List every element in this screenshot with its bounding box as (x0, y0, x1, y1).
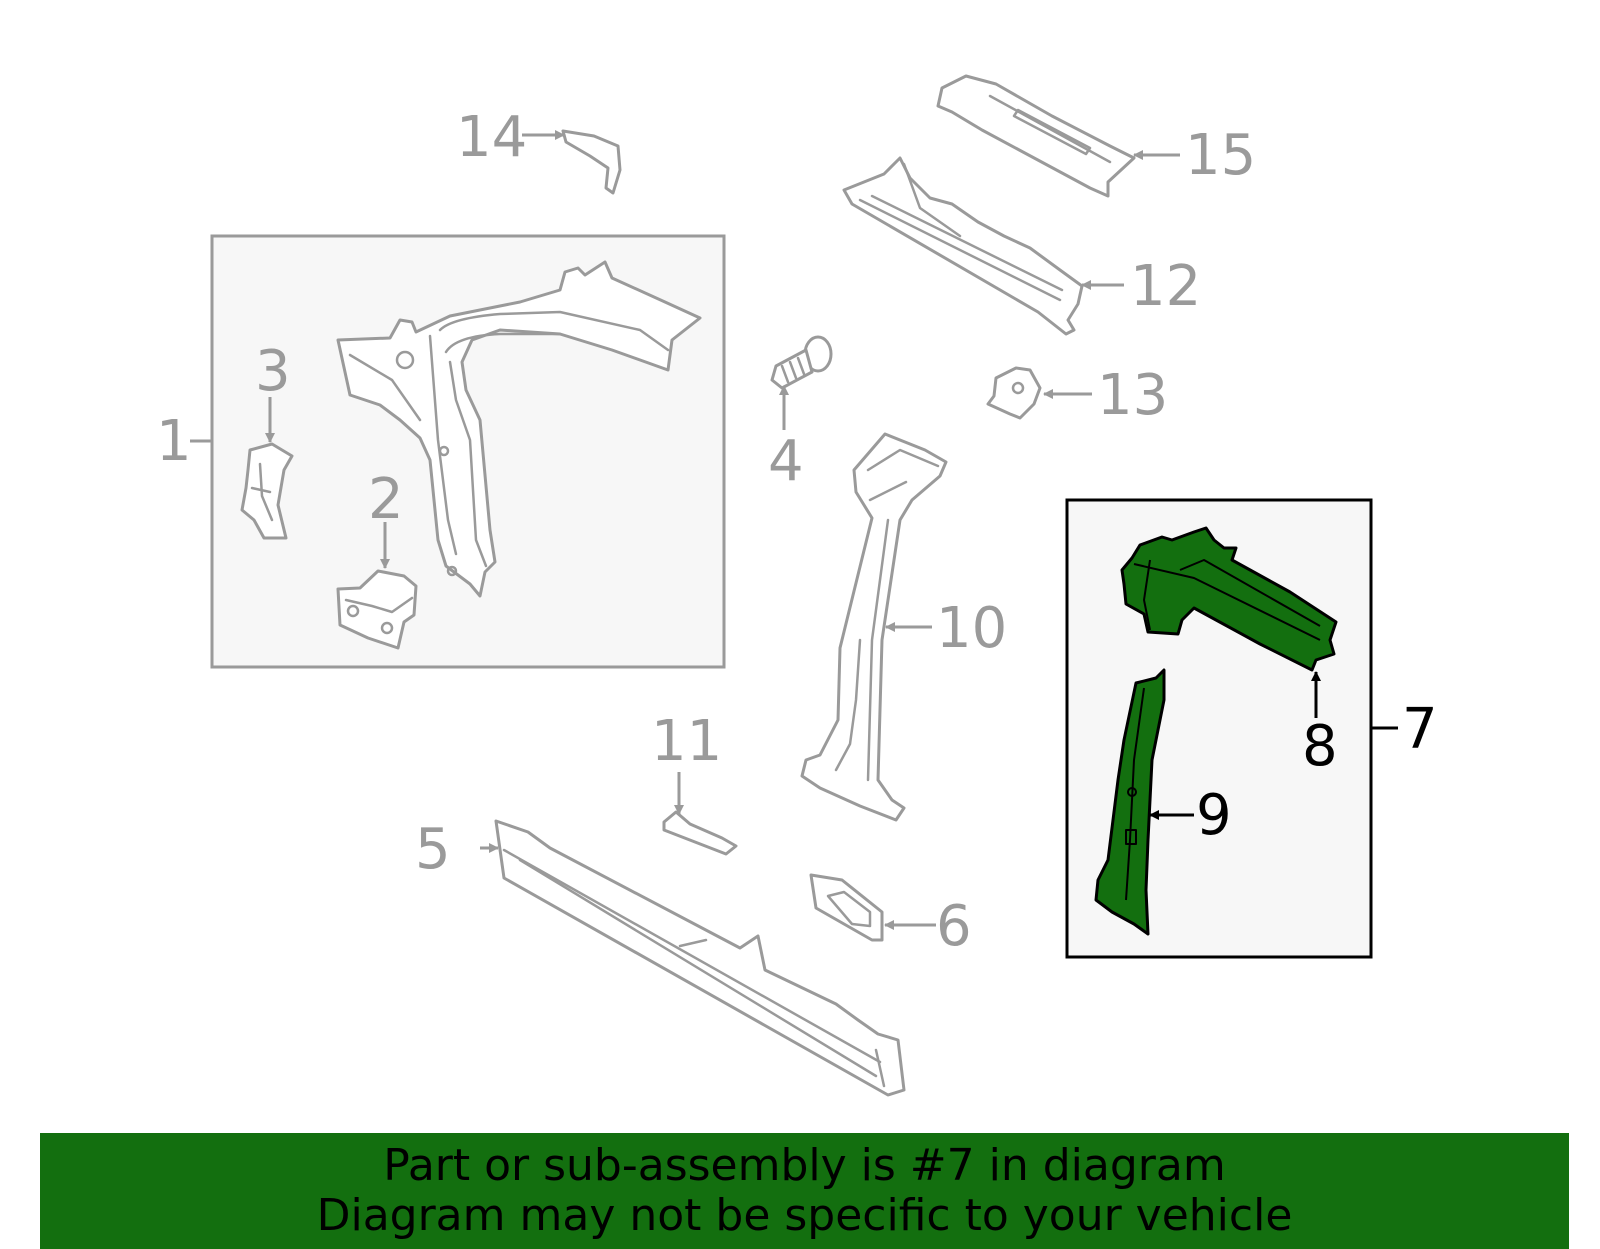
part-13-clip (986, 366, 1042, 420)
callout-4: 4 (768, 429, 804, 494)
callout-8: 8 (1302, 714, 1338, 779)
part-4-bolt (770, 335, 833, 390)
callout-13: 13 (1097, 363, 1168, 428)
leader-lines (190, 130, 1398, 930)
part-1-apron-rail (336, 260, 702, 598)
callout-12: 12 (1130, 254, 1201, 319)
part-8-highlighted (1120, 526, 1338, 672)
part-2-bracket (336, 569, 418, 650)
part-9-highlighted (1094, 668, 1166, 936)
part-6-plate (809, 873, 884, 942)
callout-14: 14 (456, 105, 527, 170)
callout-10: 10 (936, 596, 1007, 661)
part-11-bracket (662, 810, 738, 856)
callout-9: 9 (1196, 783, 1232, 848)
callout-11: 11 (651, 709, 722, 774)
part-12-cowl (842, 156, 1084, 336)
part-14-bracket (561, 129, 622, 195)
callout-2: 2 (368, 467, 404, 532)
part-5-rocker (494, 819, 906, 1097)
part-3-bracket (240, 442, 294, 540)
callout-15: 15 (1185, 123, 1256, 188)
part-10-pillar (800, 432, 948, 822)
callout-3: 3 (255, 339, 291, 404)
callout-7: 7 (1402, 697, 1438, 762)
callout-6: 6 (936, 894, 972, 959)
info-banner: Part or sub-assembly is #7 in diagram Di… (40, 1133, 1569, 1249)
callout-5: 5 (415, 817, 451, 882)
banner-line-part: Part or sub-assembly is #7 in diagram (383, 1140, 1226, 1191)
banner-line-disclaimer: Diagram may not be specific to your vehi… (316, 1190, 1293, 1241)
part-15-crossmember (936, 74, 1136, 198)
callout-1: 1 (156, 409, 192, 474)
